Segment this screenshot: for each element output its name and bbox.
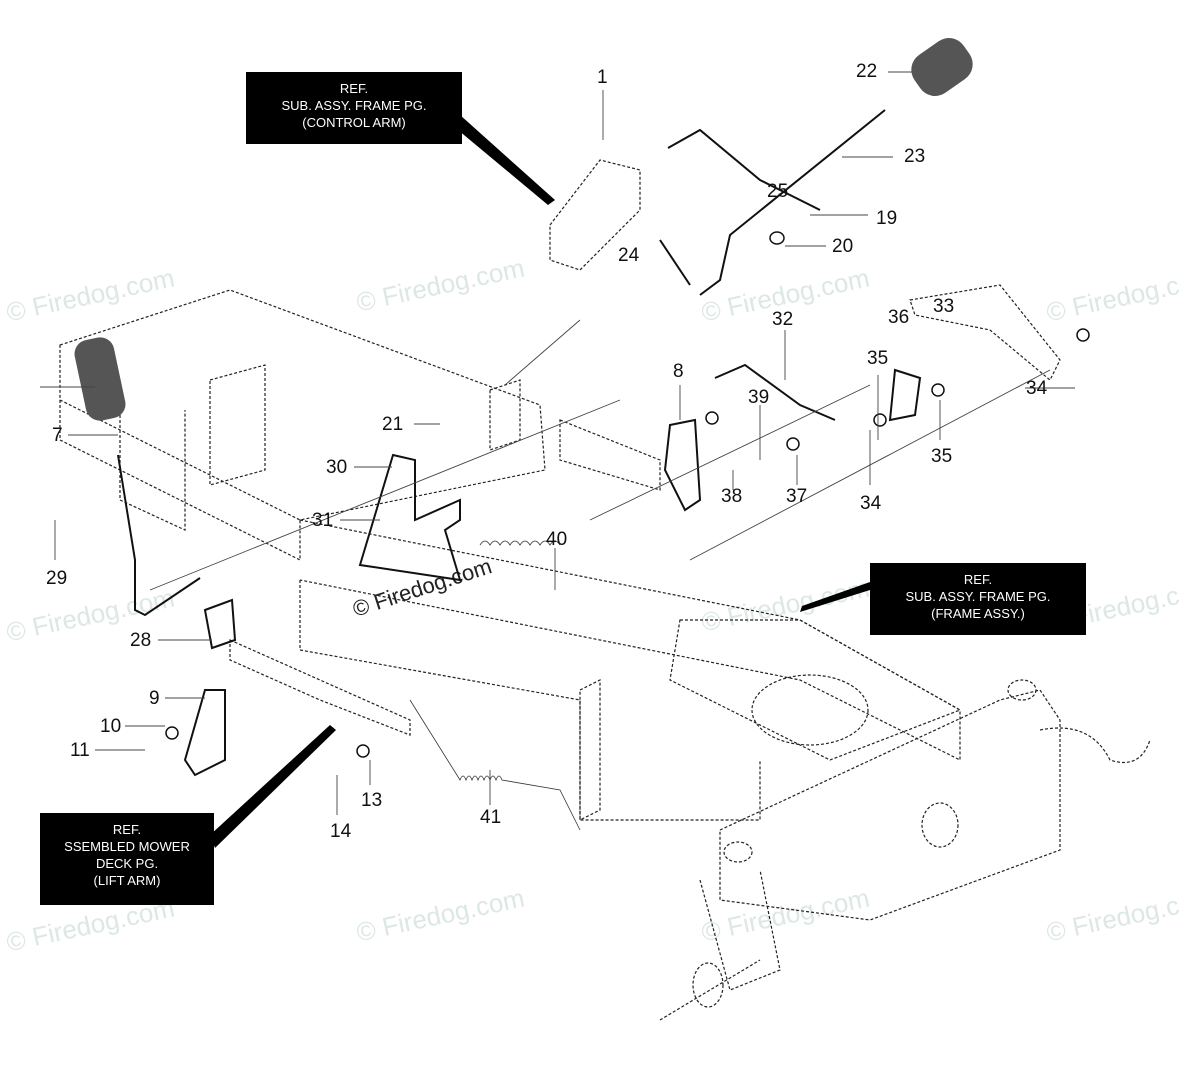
grip-22 [911, 38, 973, 96]
frame-assembly [59, 284, 1151, 1021]
part-label-37[interactable]: 37 [786, 486, 808, 507]
callout-line: (LIFT ARM) [93, 873, 161, 888]
part-label-39[interactable]: 39 [748, 387, 770, 408]
washer [705, 411, 719, 425]
callout-frame-assy: REF. SUB. ASSY. FRAME PG. (FRAME ASSY.) [870, 563, 1086, 635]
part-label-32[interactable]: 32 [772, 309, 794, 330]
nut-37 [786, 437, 800, 451]
callout-line: REF. [339, 81, 369, 96]
part-label-1[interactable]: 1 [597, 67, 608, 88]
bracket-30 [358, 453, 462, 582]
part-label-19[interactable]: 19 [876, 208, 898, 229]
part-label-25[interactable]: 25 [767, 181, 789, 202]
part-label-35b[interactable]: 35 [931, 446, 953, 467]
part-label-8[interactable]: 8 [673, 361, 684, 382]
part-label-36[interactable]: 36 [888, 307, 910, 328]
part-label-35[interactable]: 35 [867, 348, 889, 369]
callout-line: DECK PG. [95, 856, 159, 871]
grip-handle [74, 337, 126, 421]
callout-line: SSEMBLED MOWER [64, 839, 190, 854]
spring-41 [409, 699, 581, 831]
part-label-33[interactable]: 33 [933, 296, 955, 317]
part-label-30[interactable]: 30 [326, 457, 348, 478]
washer-10 [165, 726, 179, 740]
part-label-10[interactable]: 10 [100, 716, 122, 737]
plate-36 [888, 368, 922, 422]
handle-7 [117, 454, 201, 617]
part-label-21[interactable]: 21 [382, 414, 404, 435]
part-label-28[interactable]: 28 [130, 630, 152, 651]
link-32 [714, 363, 836, 421]
callout-control-arm: REF. SUB. ASSY. FRAME PG. (CONTROL ARM) [246, 72, 462, 144]
callout-line: REF. [963, 572, 993, 587]
part-label-13[interactable]: 13 [361, 790, 383, 811]
lever-25 [667, 128, 821, 211]
part-label-24[interactable]: 24 [618, 245, 640, 266]
lever-23 [699, 109, 886, 296]
callout-pointer [210, 725, 336, 848]
washer-13 [356, 744, 370, 758]
washer-35 [873, 413, 887, 427]
part-label-11[interactable]: 11 [70, 740, 90, 761]
leader-lines [40, 71, 1075, 815]
part-label-7[interactable]: 7 [52, 425, 63, 446]
part-label-29[interactable]: 29 [46, 568, 68, 589]
callout-line: SUB. ASSY. FRAME PG. [281, 98, 427, 113]
spring-40 [479, 540, 561, 546]
callout-pointer [800, 582, 870, 612]
plate-28 [203, 598, 237, 650]
plate-8 [663, 418, 702, 512]
washer [1076, 328, 1090, 342]
part-label-38[interactable]: 38 [721, 486, 743, 507]
washer-35 [931, 383, 945, 397]
part-label-34[interactable]: 34 [1026, 378, 1048, 399]
part-label-14[interactable]: 14 [330, 821, 352, 842]
callout-lift-arm: REF. SSEMBLED MOWER DECK PG. (LIFT ARM) [40, 813, 214, 905]
control-arm-bracket [549, 159, 641, 271]
part-label-22[interactable]: 22 [856, 61, 878, 82]
part-label-23[interactable]: 23 [904, 146, 926, 167]
callout-line: REF. [112, 822, 142, 837]
part-label-9[interactable]: 9 [149, 688, 160, 709]
part-label-20[interactable]: 20 [832, 236, 854, 257]
part-label-41[interactable]: 41 [480, 807, 502, 828]
callout-line: (CONTROL ARM) [302, 115, 406, 130]
part-label-31[interactable]: 31 [312, 510, 334, 531]
part-label-34b[interactable]: 34 [860, 493, 882, 514]
washer-20 [769, 231, 785, 245]
callout-pointer [452, 115, 555, 205]
plate-9 [183, 689, 226, 777]
pin-24 [659, 239, 691, 286]
callout-line: (FRAME ASSY.) [931, 606, 1025, 621]
part-label-40[interactable]: 40 [546, 529, 568, 550]
callout-line: SUB. ASSY. FRAME PG. [905, 589, 1051, 604]
